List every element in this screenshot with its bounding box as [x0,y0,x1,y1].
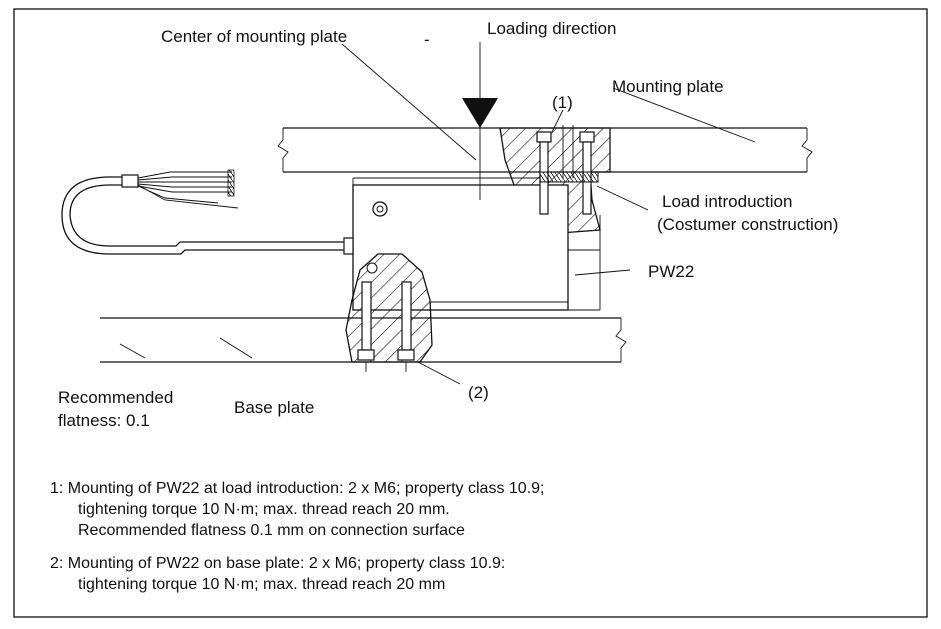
label-dash: - [424,30,430,49]
leader-lines [119,43,756,385]
label-flatness: flatness: 0.1 [58,411,150,430]
notes: 1: Mounting of PW22 at load introduction… [50,480,544,593]
note-1-line-1: 1: Mounting of PW22 at load introduction… [50,480,544,497]
label-customer-construction: (Costumer construction) [657,215,838,234]
label-pw22: PW22 [648,262,694,281]
label-center-of-mounting-plate: Center of mounting plate [161,27,347,46]
label-load-introduction: Load introduction [662,192,792,211]
bolts-2 [357,281,415,372]
label-mounting-plate: Mounting plate [612,77,724,96]
note-1-line-2: tightening torque 10 N·m; max. thread re… [78,501,450,518]
note-2-line-2: tightening torque 10 N·m; max. thread re… [78,576,445,593]
loading-direction-arrow [462,42,498,200]
label-base-plate: Base plate [234,398,314,417]
note-1-line-3: Recommended flatness 0.1 mm on connectio… [78,522,465,539]
label-callout-2: (2) [468,383,489,402]
label-callout-1: (1) [552,93,573,112]
bolts-1 [536,125,599,215]
label-loading-direction: Loading direction [487,19,616,38]
label-recommended: Recommended [58,388,173,407]
note-2-line-1: 2: Mounting of PW22 on base plate: 2 x M… [50,555,505,572]
cable [61,169,344,255]
diagram-border [13,8,928,618]
